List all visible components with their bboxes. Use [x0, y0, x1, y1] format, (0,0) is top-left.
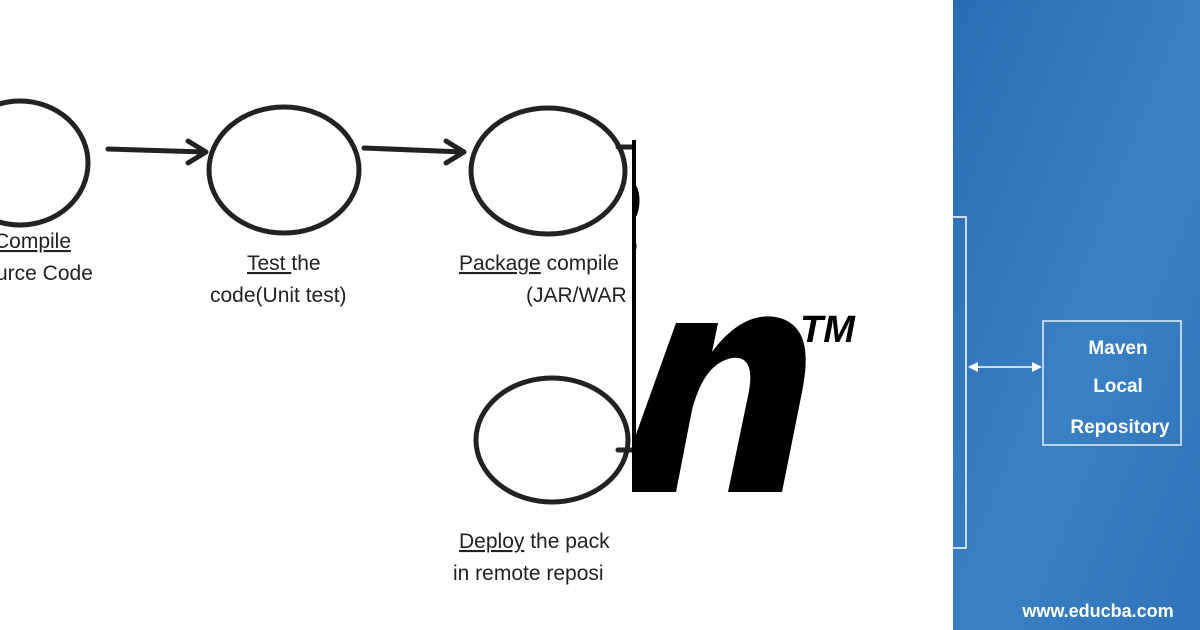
trademark-symbol: TM: [800, 309, 856, 351]
test-label: Test the: [247, 252, 321, 275]
test-label-line2: code(Unit test): [210, 284, 347, 307]
deploy-label-line2: in remote reposi: [453, 562, 604, 585]
deploy-label: Deploy the pack: [459, 530, 610, 553]
website-url: www.educba.com: [1021, 601, 1173, 621]
package-node: [468, 105, 628, 237]
package-label: Package compile: [459, 252, 619, 275]
repository-box-line-1: Maven: [1088, 338, 1147, 359]
repository-box-line-3: Repository: [1070, 417, 1170, 438]
logo-fragment-lower: [632, 238, 637, 255]
compile-node: [0, 98, 91, 228]
lifecycle-flow: Compile urce Code Test the code(Unit tes…: [0, 98, 632, 585]
logo-fragment-upper: [632, 182, 640, 222]
bidirectional-arrow: [968, 362, 1042, 372]
arrow-test-to-package: [361, 138, 467, 166]
logo-letter-n: [634, 316, 806, 492]
repository-box-line-2: Local: [1093, 376, 1143, 397]
arrow-compile-to-test: [105, 138, 209, 166]
maven-local-repository-box: [1042, 320, 1182, 446]
test-node: [206, 104, 362, 236]
compile-label-line2: urce Code: [0, 262, 93, 285]
deploy-node: [473, 375, 631, 505]
maven-logo-fragment: TM: [632, 140, 856, 492]
package-label-line2: (JAR/WAR: [526, 284, 627, 307]
repository-panel-background: [953, 0, 1200, 630]
compile-label: Compile: [0, 230, 71, 253]
repository-bracket: [953, 216, 967, 549]
logo-edge-bar: [632, 140, 636, 492]
repository-panel: Maven Local Repository www.educba.com: [953, 0, 1200, 630]
